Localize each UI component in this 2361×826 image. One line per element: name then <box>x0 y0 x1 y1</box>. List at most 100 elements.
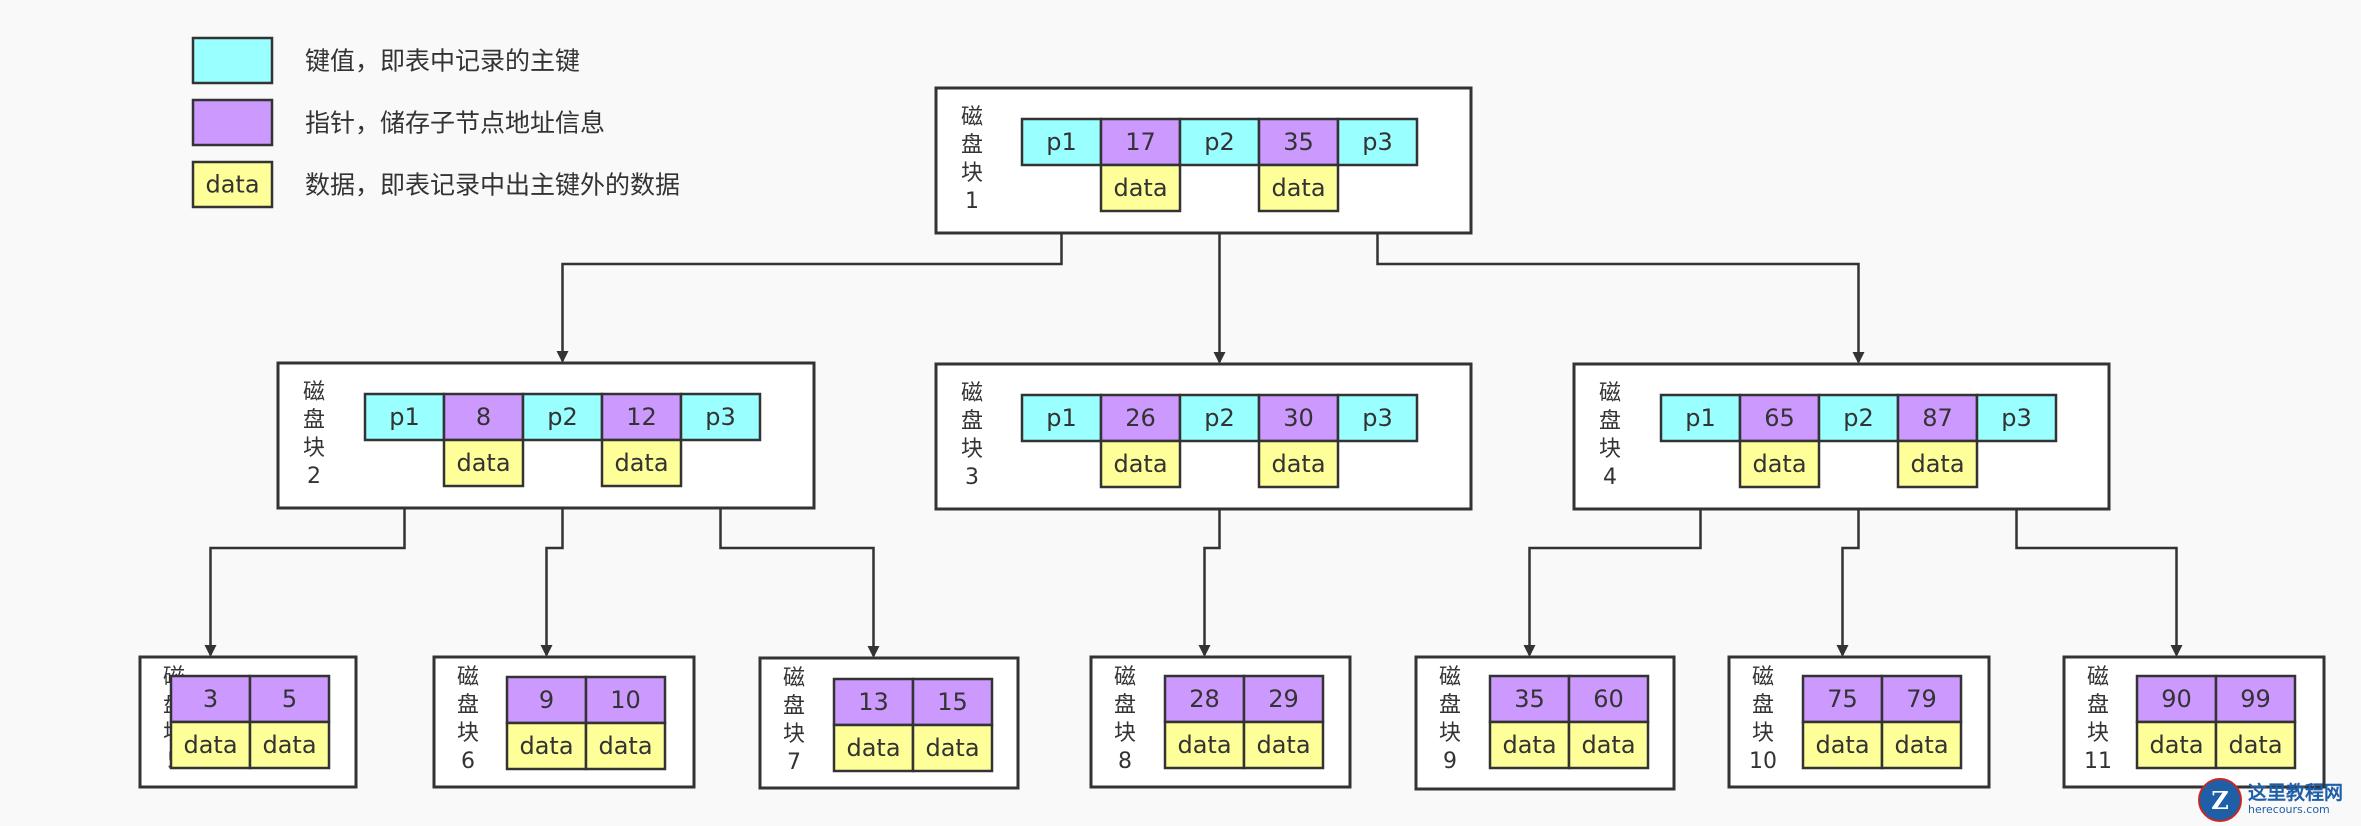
watermark-text: 这里教程网 herecours.com <box>2247 783 2343 817</box>
block-label-char: 块 <box>457 721 479 746</box>
data-cell <box>832 723 915 773</box>
data-text: data <box>1113 450 1167 478</box>
data-text: data <box>846 734 900 762</box>
pointer-p3-text: p3 <box>1362 128 1393 156</box>
data-cell <box>1488 720 1571 770</box>
key-90-cell <box>2135 674 2218 724</box>
key-5-cell <box>248 674 331 724</box>
block-label-char: 盘 <box>1752 693 1774 718</box>
block-label-char: 4 <box>1603 465 1617 490</box>
block-label-char: 1 <box>965 189 979 214</box>
block-label-char: 磁 <box>2087 665 2109 690</box>
data-cell <box>442 438 525 488</box>
data-cell <box>584 721 667 771</box>
key-17-cell <box>1099 117 1182 167</box>
key-8-cell <box>442 392 525 442</box>
pointer-p1-cell <box>363 392 446 442</box>
block-label-char: 磁 <box>303 380 325 405</box>
block-label-char: 2 <box>307 464 321 489</box>
key-26-cell <box>1099 393 1182 443</box>
data-cell <box>1567 720 1650 770</box>
key-65-text: 65 <box>1764 404 1795 432</box>
disk-block-5: 磁盘块53data5data <box>138 655 358 789</box>
block-label-char: 盘 <box>961 409 983 434</box>
legend-label-pointer: 指针，储存子节点地址信息 <box>305 109 605 138</box>
block-label-char: 块 <box>961 437 983 462</box>
data-text: data <box>456 449 510 477</box>
key-9-text: 9 <box>539 686 554 714</box>
pointer-p3-text: p3 <box>1362 404 1393 432</box>
block-label-char: 磁 <box>961 105 983 130</box>
key-15-cell <box>911 677 994 727</box>
data-cell <box>2214 720 2297 770</box>
key-17-text: 17 <box>1125 128 1156 156</box>
block-label-char: 磁 <box>961 381 983 406</box>
block-label-char: 块 <box>2087 721 2109 746</box>
pointer-p2-cell <box>1817 393 1900 443</box>
block-label-char: 盘 <box>1439 693 1461 718</box>
key-35-text: 35 <box>1514 685 1545 713</box>
pointer-p2-text: p2 <box>1204 128 1235 156</box>
key-3-text: 3 <box>203 685 218 713</box>
pointer-p2-text: p2 <box>1204 404 1235 432</box>
block-label-char: 块 <box>1599 437 1621 462</box>
key-29-cell <box>1242 674 1325 724</box>
data-text: data <box>183 731 237 759</box>
key-9-cell <box>505 675 588 725</box>
data-cell <box>1257 163 1340 213</box>
block-label-char: 块 <box>1114 721 1136 746</box>
block-label-char: 磁 <box>1599 381 1621 406</box>
block-label-char: 块 <box>783 722 805 747</box>
key-35-cell <box>1488 674 1571 724</box>
data-text: data <box>1894 731 1948 759</box>
block-label-char: 6 <box>461 749 475 774</box>
data-text: data <box>2149 731 2203 759</box>
legend-swatch-label: data <box>205 171 259 199</box>
key-30-text: 30 <box>1283 404 1314 432</box>
pointer-p2-text: p2 <box>547 403 578 431</box>
block-label-char: 盘 <box>961 133 983 158</box>
block-label-char: 9 <box>1443 749 1457 774</box>
key-5-text: 5 <box>282 685 297 713</box>
pointer-p2-text: p2 <box>1843 404 1874 432</box>
key-26-text: 26 <box>1125 404 1156 432</box>
block-label-char: 盘 <box>303 408 325 433</box>
key-15-text: 15 <box>937 688 968 716</box>
block-label-char: 盘 <box>2087 693 2109 718</box>
data-text: data <box>2228 731 2282 759</box>
block-label-char: 7 <box>787 750 801 775</box>
pointer-p3-cell <box>1336 393 1419 443</box>
block-label-char: 11 <box>2084 749 2112 774</box>
key-28-text: 28 <box>1189 685 1220 713</box>
watermark-url: herecours.com <box>2247 803 2330 817</box>
data-text: data <box>519 732 573 760</box>
legend-label-key: 键值，即表中记录的主键 <box>305 47 580 76</box>
block-label-char: 盘 <box>457 693 479 718</box>
key-12-text: 12 <box>626 403 657 431</box>
data-text: data <box>262 731 316 759</box>
pointer-p3-text: p3 <box>2001 404 2032 432</box>
block-label-char: 3 <box>965 465 979 490</box>
key-13-text: 13 <box>858 688 889 716</box>
pointer-p1-text: p1 <box>1685 404 1716 432</box>
legend-swatch-data <box>191 160 274 209</box>
data-cell <box>911 723 994 773</box>
data-text: data <box>1113 174 1167 202</box>
key-10-text: 10 <box>610 686 641 714</box>
key-87-text: 87 <box>1922 404 1953 432</box>
key-29-text: 29 <box>1268 685 1299 713</box>
key-65-cell <box>1738 393 1821 443</box>
key-99-text: 99 <box>2240 685 2271 713</box>
pointer-p3-cell <box>1336 117 1419 167</box>
pointer-p1-text: p1 <box>389 403 420 431</box>
